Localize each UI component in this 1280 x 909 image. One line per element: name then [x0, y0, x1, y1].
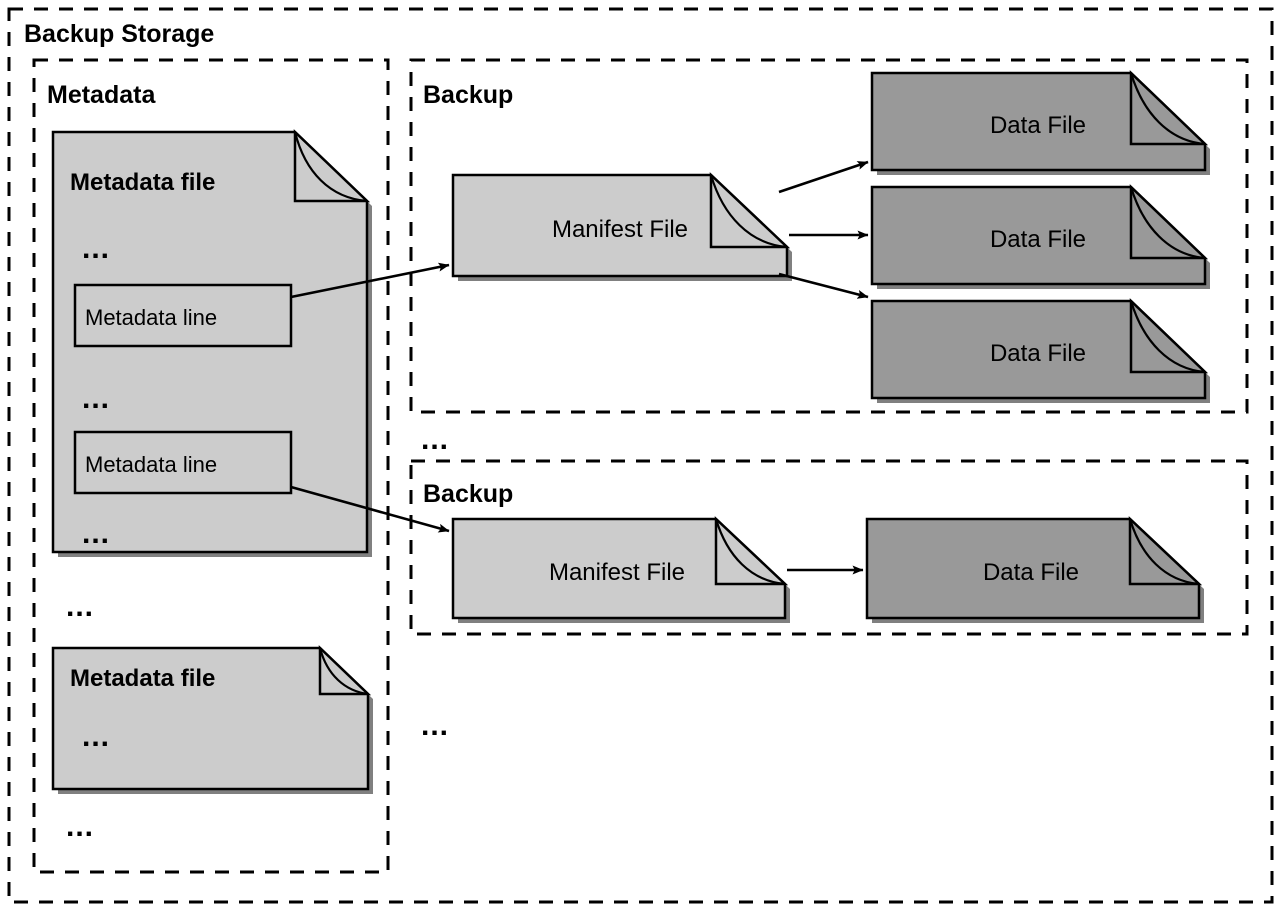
ellipsis-between-metadata-files: ...: [66, 590, 94, 623]
outer-container-backup-storage: [7, 7, 1274, 904]
ellipsis-after-backups: ...: [421, 709, 449, 742]
manifest-file-2-fold-curve-icon: [714, 518, 786, 586]
arrow-metadata-line-2-to-manifest-2: [290, 485, 450, 533]
data-file-1-3-label: Data File: [990, 340, 1086, 367]
metadata-file-2-title: Metadata file: [70, 665, 215, 692]
metadata-line-box-1: [73, 283, 293, 348]
metadata-file-1-fold-icon: [293, 129, 371, 203]
ellipsis-between-backups: ...: [421, 423, 449, 456]
metadata-line-1-label: Metadata line: [85, 305, 217, 330]
backup-container-1: [409, 58, 1249, 414]
data-file-1-2-fold-curve-icon: [1129, 186, 1206, 260]
data-file-1-2-label: Data File: [990, 226, 1086, 253]
data-file-1-2-body: [870, 185, 1207, 286]
backup-container-1-title: Backup: [423, 81, 513, 109]
data-file-1-1-label: Data File: [990, 112, 1086, 139]
metadata-container-title: Metadata: [47, 81, 156, 109]
manifest-file-1: Manifest File: [451, 172, 792, 281]
metadata-file-1-ellipsis-middle: ...: [82, 382, 110, 415]
data-file-1-1-fold-curve-icon: [1129, 72, 1206, 146]
data-file-2-1: Data File: [865, 516, 1204, 623]
ellipsis-after-metadata-files: ...: [66, 810, 94, 843]
manifest-file-1-label: Manifest File: [552, 216, 688, 243]
manifest-file-2-fold-icon: [714, 516, 789, 586]
arrow-manifest-1-to-data-file-1: [778, 160, 869, 194]
data-file-2-1-fold-icon: [1128, 516, 1203, 586]
metadata-file-2-body: [51, 646, 370, 791]
data-file-1-1-body: [870, 71, 1207, 172]
metadata-file-2-ellipsis-top: ...: [82, 720, 110, 753]
data-file-1-3-body: [870, 299, 1207, 400]
data-file-1-3-fold-icon: [1129, 298, 1209, 374]
data-file-1-1-fold-icon: [1129, 70, 1209, 146]
data-file-1-3: Data File: [870, 298, 1210, 403]
backup-container-2-title: Backup: [423, 480, 513, 508]
metadata-container: [32, 58, 390, 874]
data-file-2-1-body: [865, 517, 1201, 620]
metadata-file-1-title: Metadata file: [70, 169, 215, 196]
metadata-file-1-ellipsis-top: ...: [82, 232, 110, 265]
metadata-file-2: Metadata file ...: [51, 645, 373, 794]
data-file-1-1: Data File: [870, 70, 1210, 175]
metadata-file-2-fold-curve-icon: [318, 647, 369, 696]
arrow-metadata-line-1-to-manifest-1: [290, 262, 450, 299]
manifest-file-2-label: Manifest File: [549, 559, 685, 586]
data-file-2-1-fold-curve-icon: [1128, 518, 1200, 586]
data-file-2-1-label: Data File: [983, 559, 1079, 586]
manifest-file-1-fold-curve-icon: [709, 174, 788, 249]
arrow-manifest-1-to-data-file-3: [778, 272, 869, 299]
data-file-1-2-fold-icon: [1129, 184, 1209, 260]
manifest-file-2: Manifest File: [451, 516, 790, 623]
manifest-file-1-fold-icon: [709, 172, 791, 249]
metadata-line-2-label: Metadata line: [85, 452, 217, 477]
data-file-1-3-fold-curve-icon: [1129, 300, 1206, 374]
data-file-1-2: Data File: [870, 184, 1210, 289]
outer-container-title: Backup Storage: [24, 20, 214, 48]
metadata-file-2-fold-icon: [318, 645, 372, 696]
metadata-file-1: Metadata file ... Metadata line ... Meta…: [51, 129, 372, 557]
backup-container-2: [409, 459, 1249, 636]
metadata-file-1-fold-curve-icon: [293, 131, 368, 203]
manifest-file-1-body: [451, 173, 789, 278]
metadata-file-1-ellipsis-bottom: ...: [82, 517, 110, 550]
metadata-line-box-2: [73, 430, 293, 495]
manifest-file-2-body: [451, 517, 787, 620]
